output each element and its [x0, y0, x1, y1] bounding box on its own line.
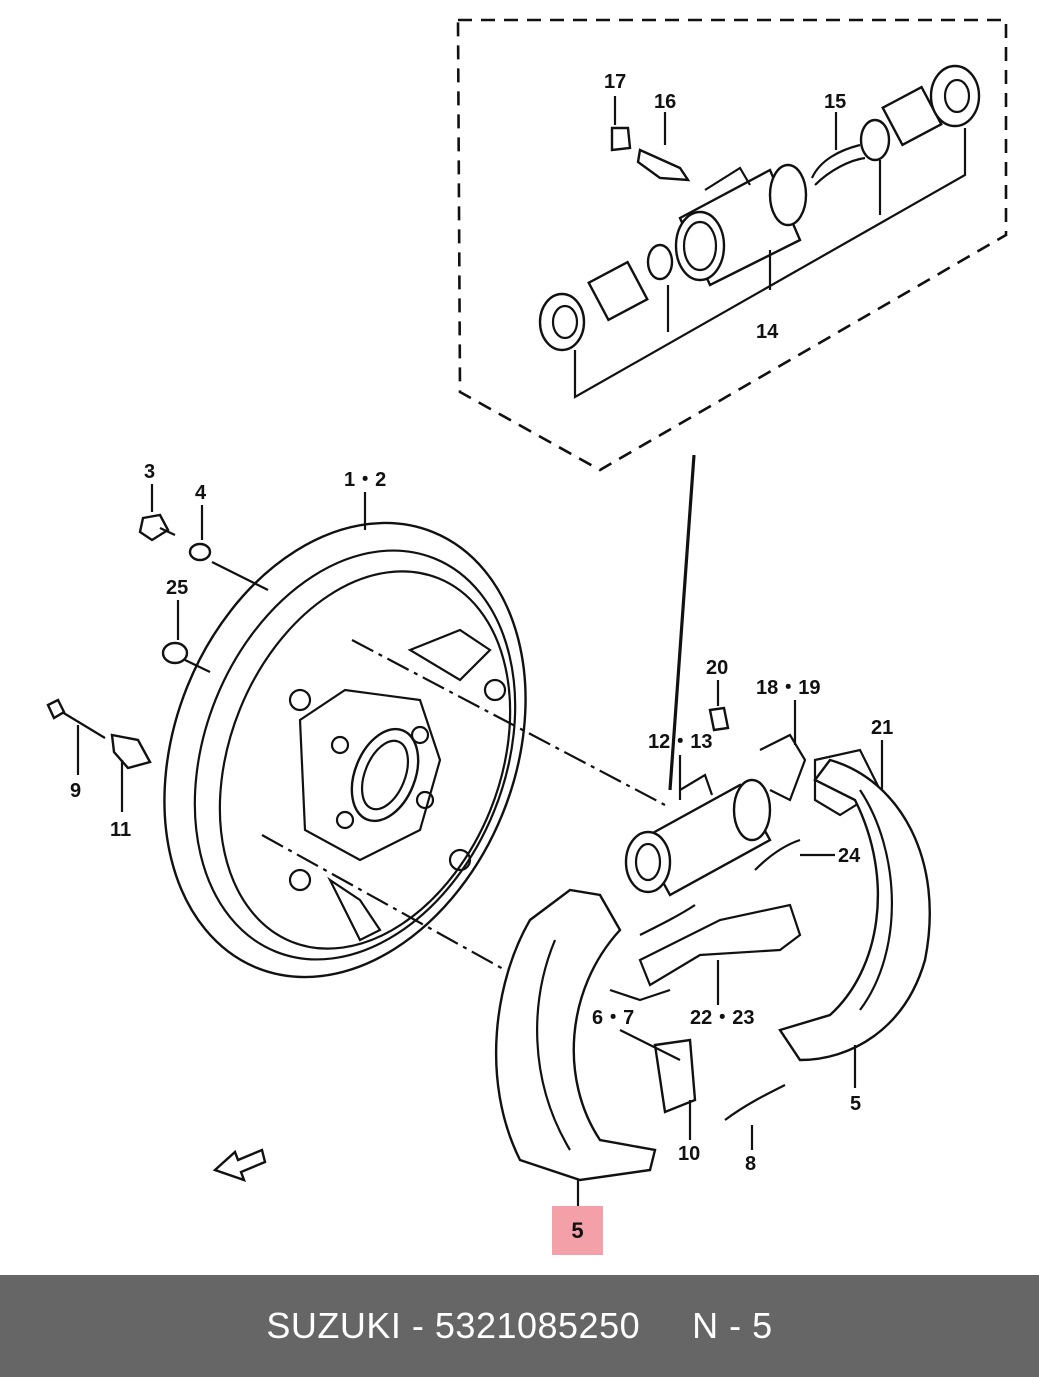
axis-line-2: [261, 834, 506, 971]
separator-dash: -: [411, 1305, 425, 1346]
callout-1-2: 1・2: [344, 469, 386, 491]
separator: [401, 1305, 412, 1347]
inset-leader: [668, 454, 696, 791]
brake-shoe-left: [494, 888, 657, 1206]
callout-6-7: 6・7: [592, 1007, 634, 1029]
brake-assembly-diagram: 17 16 15 14 3 4 1・2 25 9 11 20 18・19 21 …: [46, 18, 1008, 1206]
callout-5-right: 5: [850, 1093, 861, 1115]
callout-16: 16: [654, 91, 676, 113]
callout-15: 15: [824, 91, 846, 113]
brake-shoe-right: [778, 758, 931, 1088]
callout-17: 17: [604, 71, 626, 93]
callout-20: 20: [706, 657, 728, 679]
callout-21: 21: [871, 717, 893, 739]
callout-10: 10: [678, 1143, 700, 1165]
callout-22-23: 22・23: [690, 1007, 755, 1029]
callout-4: 4: [195, 482, 207, 504]
callout-3: 3: [144, 461, 155, 483]
wheel-cylinder: [624, 680, 772, 897]
callout-11: 11: [110, 819, 131, 841]
brand-name: SUZUKI: [266, 1305, 402, 1346]
highlighted-part-callout: 5: [552, 1206, 603, 1255]
wheel-cylinder-exploded: [538, 64, 981, 399]
callout-14: 14: [756, 321, 779, 343]
front-arrow-icon: [212, 1148, 267, 1182]
callout-18-19: 18・19: [756, 677, 821, 699]
axis-line-1: [351, 639, 666, 806]
backing-plate: [163, 521, 527, 979]
callout-24: 24: [838, 845, 861, 867]
callout-9: 9: [70, 780, 81, 802]
callout-12-13: 12・13: [648, 731, 713, 753]
part-number: 5321085250: [434, 1305, 641, 1346]
highlighted-part-label: 5: [571, 1217, 584, 1243]
inset-dashed-box: [456, 18, 1008, 472]
diagram-reference: N - 5: [692, 1305, 773, 1346]
small-fasteners: [46, 484, 367, 812]
callout-25: 25: [166, 577, 188, 599]
separator: [424, 1305, 435, 1347]
footer-bar: SUZUKI - 5321085250 N - 5: [0, 1275, 1039, 1377]
callout-8: 8: [745, 1153, 756, 1175]
